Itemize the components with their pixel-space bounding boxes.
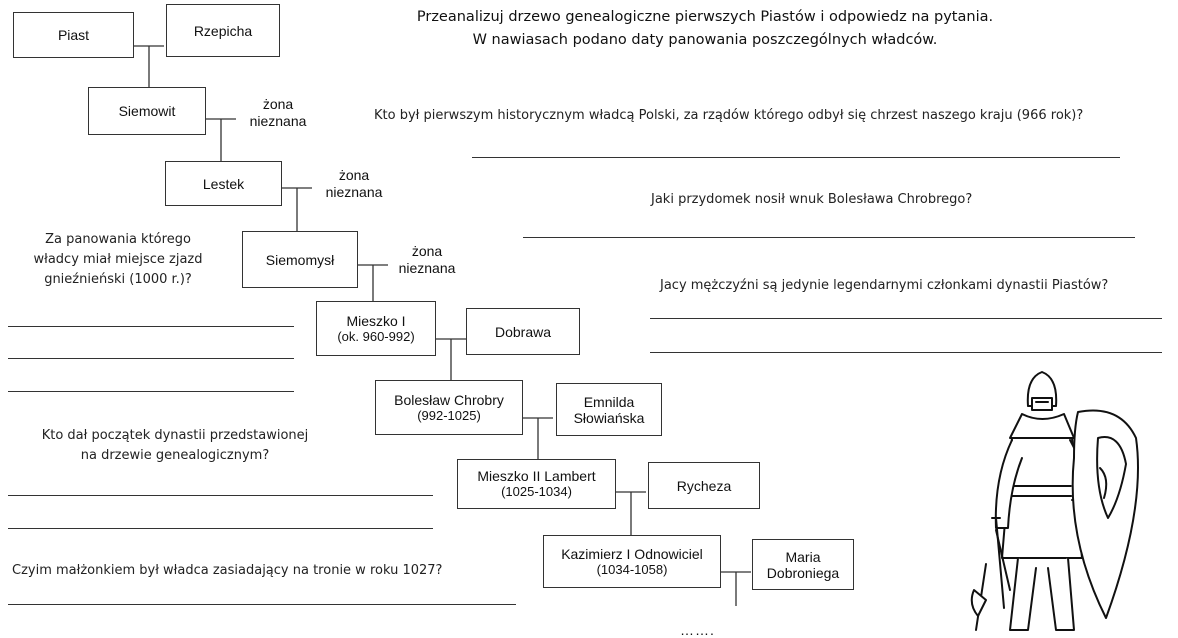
person-name: Mieszko II Lambert [477, 468, 596, 484]
answer-line-grandson[interactable] [523, 237, 1135, 238]
spouse-note-line-2: nieznana [325, 184, 383, 200]
spouse-note-line-1: żona [338, 167, 370, 183]
person-name: Bolesław Chrobry [394, 391, 504, 408]
person-kazimierz-odnowiciel: Kazimierz I Odnowiciel (1034-1058) [543, 535, 721, 588]
person-rycheza: Rycheza [648, 462, 760, 509]
person-rzepicha: Rzepicha [166, 4, 280, 57]
person-mieszko-i: Mieszko I (ok. 960-992) [316, 301, 436, 356]
question-line-3: gnieźnieński (1000 r.)? [44, 272, 192, 287]
reign-dates: (992-1025) [417, 407, 481, 423]
question-line-1: Kto dał początek dynastii przedstawionej [41, 428, 309, 443]
reign-dates: (1025-1034) [501, 484, 572, 499]
answer-line-legendary-1[interactable] [650, 318, 1162, 319]
spouse-unknown-lestek: żona nieznana [308, 167, 400, 201]
tree-continuation: ……. [680, 622, 715, 638]
reign-dates: (ok. 960-992) [337, 328, 415, 344]
person-name-line-1: Maria [785, 548, 821, 565]
person-siemomysl: Siemomysł [242, 231, 358, 288]
answer-line-gniezno-2[interactable] [8, 358, 294, 359]
answer-line-founder-1[interactable] [8, 495, 433, 496]
person-name-line-2: Dobroniega [766, 564, 840, 581]
person-maria-dobroniega: Maria Dobroniega [752, 539, 854, 590]
person-name: Rycheza [676, 477, 732, 494]
spouse-unknown-siemomysl: żona nieznana [385, 243, 469, 277]
person-name: Siemomysł [265, 251, 335, 268]
question-gniezno-congress: Za panowania którego władcy miał miejsce… [18, 230, 218, 290]
person-mieszko-ii: Mieszko II Lambert (1025-1034) [457, 459, 616, 509]
question-line-1: Za panowania którego [45, 232, 191, 247]
question-line-2: władcy miał miejsce zjazd [33, 252, 203, 267]
spouse-note-line-2: nieznana [398, 260, 456, 276]
person-name: Lestek [202, 175, 245, 192]
person-name: Siemowit [118, 103, 176, 119]
person-piast: Piast [13, 12, 134, 58]
person-name: Rzepicha [193, 22, 253, 39]
question-dynasty-founder: Kto dał początek dynastii przedstawionej… [16, 426, 334, 466]
answer-line-legendary-2[interactable] [650, 352, 1162, 353]
person-dobrawa: Dobrawa [466, 308, 580, 355]
person-name-line-2: Słowiańska [573, 409, 645, 426]
person-boleslaw-chrobry: Bolesław Chrobry (992-1025) [375, 380, 523, 435]
person-emnilda: Emnilda Słowiańska [556, 383, 662, 436]
answer-line-gniezno-3[interactable] [8, 391, 294, 392]
knight-icon [970, 371, 1139, 631]
person-name: Mieszko I [346, 312, 406, 329]
person-name: Dobrawa [494, 323, 552, 340]
answer-line-gniezno-1[interactable] [8, 326, 294, 327]
reign-dates: (1034-1058) [596, 561, 668, 577]
instructions-line-2: W nawiasach podano daty panowania poszcz… [472, 32, 938, 48]
spouse-note-line-1: żona [411, 243, 443, 259]
person-name: Kazimierz I Odnowiciel [561, 545, 703, 562]
question-first-ruler: Kto był pierwszym historycznym władcą Po… [374, 108, 1084, 123]
answer-line-founder-2[interactable] [8, 528, 433, 529]
answer-line-first-ruler[interactable] [472, 157, 1120, 158]
instructions-line-1: Przeanalizuj drzewo genealogiczne pierws… [416, 9, 994, 25]
question-spouse-1027: Czyim małżonkiem był władca zasiadający … [12, 563, 443, 578]
spouse-unknown-siemowit: żona nieznana [233, 96, 323, 130]
spouse-note-line-1: żona [262, 96, 294, 112]
question-legendary-men: Jacy mężczyźni są jedynie legendarnymi c… [660, 278, 1109, 293]
answer-line-spouse-1027[interactable] [8, 604, 516, 605]
question-line-2: na drzewie genealogicznym? [80, 448, 270, 463]
spouse-note-line-2: nieznana [249, 113, 307, 129]
question-grandson-nickname: Jaki przydomek nosił wnuk Bolesława Chro… [651, 192, 973, 207]
person-lestek: Lestek [165, 161, 282, 206]
instructions: Przeanalizuj drzewo genealogiczne pierws… [340, 6, 1070, 52]
person-name-line-1: Emnilda [583, 393, 635, 410]
person-siemowit: Siemowit [88, 87, 206, 135]
person-name: Piast [57, 27, 90, 43]
